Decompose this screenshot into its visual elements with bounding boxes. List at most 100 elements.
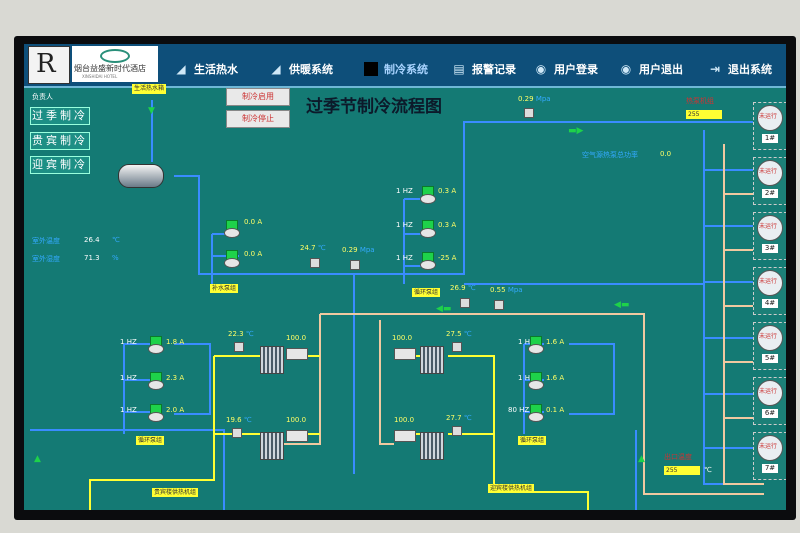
hx-bl-temp: 19.6 ℃ <box>226 416 252 424</box>
top-navigation-bar: R 烟台益盛新时代酒店 XINSHIDAI HOTEL ◢生活热水 ◢供暖系统 … <box>24 44 786 88</box>
outdoor-temp-value: 26.4 <box>84 236 100 244</box>
nav-login[interactable]: ◉用户登录 <box>535 62 598 76</box>
flow-arrow-down-icon: ▼ <box>148 106 155 116</box>
circ-pump-1-current: 0.3 A <box>438 187 457 195</box>
circ-pump-3-hz: 1 HZ <box>396 254 413 262</box>
user-icon: ◉ <box>535 62 547 76</box>
user-exit-icon: ◉ <box>620 62 632 76</box>
fan-icon <box>757 105 783 131</box>
hx-tr-temp: 27.5 ℃ <box>446 330 472 338</box>
nav-heating[interactable]: ◢供暖系统 <box>269 58 333 80</box>
hot-water-tank-label: 生活热水箱 <box>132 84 167 94</box>
outdoor-temp-label: 室外温度 <box>32 237 60 245</box>
outdoor-humidity-label: 室外湿度 <box>32 255 60 263</box>
hx-left-label: 贵宾楼供热机组 <box>152 488 199 497</box>
left-pump-3[interactable] <box>148 404 164 422</box>
hotel-emblem-icon <box>100 49 130 63</box>
outdoor-temp-unit: ℃ <box>112 236 120 244</box>
monitor-icon: ■ <box>364 62 378 76</box>
makeup-pump-2[interactable] <box>224 250 240 268</box>
brand-logo: R <box>28 46 70 84</box>
nav-exit-system[interactable]: ⇥退出系统 <box>709 62 772 76</box>
left-pump-3-hz: 1 HZ <box>120 406 137 414</box>
hx-right-label: 迎宾楼供热机组 <box>488 484 535 493</box>
right-pump-1-current: 1.6 A <box>546 338 565 346</box>
hx-bl-valve-value: 100.0 <box>286 416 307 424</box>
heat-exchanger-br[interactable] <box>420 432 444 460</box>
circ-pump-2[interactable] <box>420 220 436 238</box>
cooling-stop-button[interactable]: 制冷停止 <box>226 110 290 128</box>
outlet-temp-value: 255 <box>664 466 700 475</box>
circ-pump-1[interactable] <box>420 186 436 204</box>
loop-temp: 26.9 ℃ <box>450 284 476 292</box>
circ-pump-3-current: -25 A <box>438 254 457 262</box>
hx-br-valve-value: 100.0 <box>394 416 415 424</box>
left-pump-3-current: 2.0 A <box>166 406 185 414</box>
nav-cooling[interactable]: ■制冷系统 <box>364 62 428 76</box>
makeup-pump-1-current: 0.0 A <box>244 218 263 226</box>
flow-arrow-up-icon: ▲ <box>34 454 41 464</box>
heat-pump-value: 255 <box>686 110 722 119</box>
fan-icon <box>757 380 783 406</box>
left-pump-2-current: 2.3 A <box>166 374 185 382</box>
right-pump-1[interactable] <box>528 336 544 354</box>
flow-arrow-right-icon: ▬▶ <box>568 126 584 136</box>
right-pump-2[interactable] <box>528 372 544 390</box>
loop-pressure: 0.55 Mpa <box>490 286 523 294</box>
flow-arrow-left-icon: ◀▬ <box>436 304 452 314</box>
thermometer-icon <box>460 298 470 308</box>
nav-hot-water[interactable]: ◢生活热水 <box>174 58 238 80</box>
left-pump-1-current: 1.8 A <box>166 338 185 346</box>
makeup-pump-2-current: 0.0 A <box>244 250 263 258</box>
fan-icon <box>757 325 783 351</box>
heat-exchanger-tr[interactable] <box>420 346 444 374</box>
heat-pump-label: 热泵机组 <box>686 97 714 105</box>
right-pump-2-hz: 1 HZ <box>518 374 535 382</box>
flow-arrow-up-icon: ▲ <box>638 454 645 464</box>
page-title: 过季节制冷流程图 <box>306 97 442 117</box>
mode-welcome[interactable]: 迎宾制冷 <box>30 156 90 174</box>
hx-tl-valve-value: 100.0 <box>286 334 307 342</box>
circ-pump-2-current: 0.3 A <box>438 221 457 229</box>
thermometer-icon <box>452 426 462 436</box>
nav-alarm-log[interactable]: ▤报警记录 <box>453 62 516 76</box>
exit-icon: ⇥ <box>709 62 721 76</box>
circ-pump-3[interactable] <box>420 252 436 270</box>
outlet-temp-unit: ℃ <box>704 466 712 474</box>
valve-icon[interactable] <box>286 348 308 360</box>
scada-screen: R 烟台益盛新时代酒店 XINSHIDAI HOTEL ◢生活热水 ◢供暖系统 … <box>24 44 786 510</box>
fan-icon <box>757 160 783 186</box>
left-pump-2[interactable] <box>148 372 164 390</box>
left-pump-2-hz: 1 HZ <box>120 374 137 382</box>
right-circ-pump-group-label: 循环泵组 <box>518 436 547 445</box>
mode-vip[interactable]: 贵宾制冷 <box>30 132 90 150</box>
left-pump-1[interactable] <box>148 336 164 354</box>
heat-exchanger-tl[interactable] <box>260 346 284 374</box>
fan-icon <box>757 215 783 241</box>
document-icon: ▤ <box>453 62 465 76</box>
valve-icon[interactable] <box>394 430 416 442</box>
thermometer-icon <box>234 342 244 352</box>
nav-logout[interactable]: ◉用户退出 <box>620 62 683 76</box>
fan-icon <box>757 270 783 296</box>
right-pump-3[interactable] <box>528 404 544 422</box>
valve-icon[interactable] <box>394 348 416 360</box>
cooling-start-button[interactable]: 制冷启用 <box>226 88 290 106</box>
valve-icon[interactable] <box>286 430 308 442</box>
heat-exchanger-bl[interactable] <box>260 432 284 460</box>
mode-off-season[interactable]: 过季制冷 <box>30 107 90 125</box>
outlet-temp-label: 出口温度 <box>664 453 692 461</box>
outdoor-humidity-unit: % <box>112 254 119 262</box>
top-pressure-value: 0.29 Mpa <box>518 95 551 103</box>
left-pump-1-hz: 1 HZ <box>120 338 137 346</box>
makeup-pump-1[interactable] <box>224 220 240 238</box>
makeup-pressure: 0.29 Mpa <box>342 246 375 254</box>
hx-tl-temp: 22.3 ℃ <box>228 330 254 338</box>
